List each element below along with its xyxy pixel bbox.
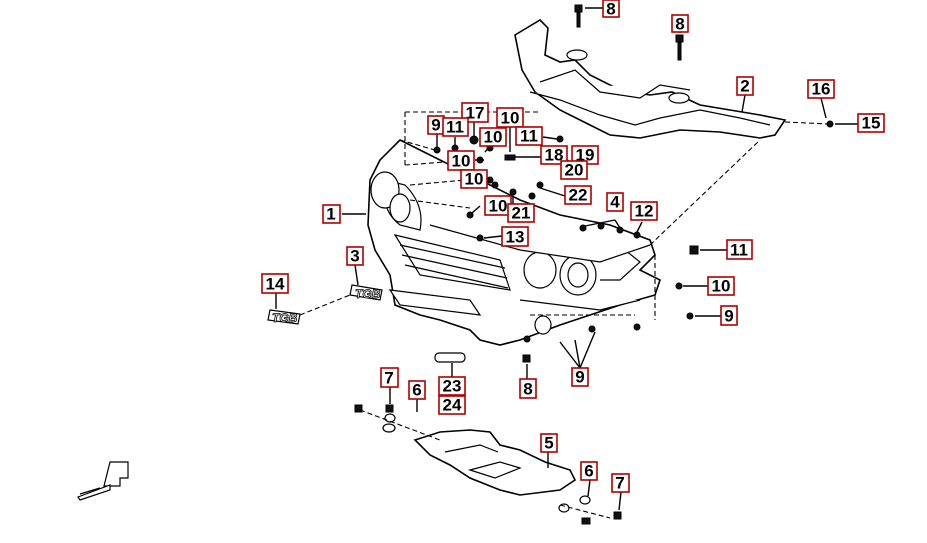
- svg-text:9: 9: [724, 307, 733, 326]
- callout-4: 4: [606, 192, 624, 212]
- callout-8-top-left: 8: [602, 0, 620, 19]
- callout-10-mid: 10: [460, 169, 488, 189]
- svg-text:10: 10: [712, 277, 731, 296]
- callout-19: 19: [571, 145, 599, 165]
- callout-15: 15: [857, 113, 885, 133]
- part-upper-fairing: [514, 18, 787, 139]
- svg-text:17: 17: [466, 104, 485, 123]
- svg-text:20: 20: [565, 161, 584, 180]
- svg-text:9: 9: [431, 116, 440, 135]
- callout-20: 20: [560, 160, 588, 180]
- front-direction-arrow-icon: [77, 461, 129, 501]
- svg-text:6: 6: [412, 381, 421, 400]
- svg-text:10: 10: [501, 109, 520, 128]
- svg-text:11: 11: [520, 127, 538, 146]
- callout-24: 24: [438, 395, 466, 415]
- callout-18: 18: [540, 145, 568, 165]
- svg-text:7: 7: [384, 369, 393, 388]
- callout-23: 23: [438, 376, 466, 396]
- callout-10-mid-left: 10: [447, 150, 475, 171]
- callout-10-right: 10: [707, 276, 735, 296]
- callout-11-upper-left: 11: [442, 117, 469, 137]
- svg-text:10: 10: [489, 197, 508, 216]
- part-emblem-on-grille: TGB: [349, 284, 383, 301]
- callout-13: 13: [501, 226, 529, 247]
- callout-22: 22: [564, 185, 592, 205]
- callout-6-right: 6: [580, 461, 598, 481]
- callout-8-top-right: 8: [671, 14, 689, 34]
- svg-text:TGB: TGB: [272, 311, 298, 325]
- callout-7-right: 7: [611, 473, 630, 493]
- callout-16: 16: [807, 79, 835, 99]
- svg-text:21: 21: [512, 204, 531, 223]
- callout-8-bottom: 8: [519, 378, 537, 399]
- part-emblem-loose: TGB: [267, 309, 301, 325]
- svg-text:10: 10: [484, 128, 503, 147]
- svg-text:10: 10: [465, 170, 484, 189]
- callout-12: 12: [630, 201, 658, 221]
- callout-10-top: 10: [496, 107, 524, 128]
- svg-text:TGB: TGB: [355, 287, 381, 301]
- svg-text:12: 12: [635, 202, 654, 221]
- callout-2: 2: [736, 76, 754, 96]
- callout-21: 21: [507, 203, 535, 223]
- svg-text:10: 10: [452, 152, 471, 171]
- svg-text:18: 18: [545, 146, 564, 165]
- callout-14: 14: [261, 273, 289, 294]
- svg-text:15: 15: [862, 114, 881, 133]
- part-skid-plate: [413, 429, 577, 496]
- callout-1: 1: [322, 204, 341, 224]
- svg-text:8: 8: [675, 15, 684, 34]
- part-reflector: [434, 352, 466, 363]
- callout-10-upper: 10: [479, 127, 507, 147]
- svg-text:5: 5: [544, 434, 553, 453]
- svg-text:1: 1: [326, 205, 335, 224]
- hardware-fasteners: [354, 4, 834, 525]
- callout-5: 5: [540, 433, 558, 453]
- svg-text:8: 8: [523, 380, 532, 399]
- svg-text:23: 23: [443, 377, 462, 396]
- svg-text:16: 16: [812, 80, 831, 99]
- svg-text:22: 22: [569, 186, 588, 205]
- callout-9-upper: 9: [427, 115, 445, 135]
- callout-11-upper-right: 11: [515, 126, 543, 146]
- svg-text:11: 11: [446, 118, 464, 137]
- callout-6-left: 6: [408, 380, 426, 400]
- svg-text:6: 6: [584, 462, 593, 481]
- svg-text:11: 11: [730, 241, 748, 260]
- callout-9-right: 9: [720, 305, 738, 326]
- callout-3: 3: [346, 246, 364, 266]
- svg-text:24: 24: [443, 396, 462, 415]
- svg-text:14: 14: [266, 275, 285, 294]
- svg-text:4: 4: [610, 193, 620, 212]
- callout-10-lower-mid: 10: [484, 195, 512, 216]
- callout-9-bottom: 9: [571, 367, 589, 387]
- svg-text:13: 13: [506, 228, 525, 247]
- svg-text:19: 19: [576, 146, 595, 165]
- svg-text:3: 3: [350, 247, 359, 266]
- svg-text:8: 8: [606, 0, 615, 19]
- svg-text:7: 7: [615, 474, 624, 493]
- callout-11-right: 11: [726, 239, 753, 260]
- svg-text:2: 2: [740, 77, 749, 96]
- svg-text:9: 9: [575, 368, 584, 387]
- callout-7-left: 7: [380, 367, 399, 388]
